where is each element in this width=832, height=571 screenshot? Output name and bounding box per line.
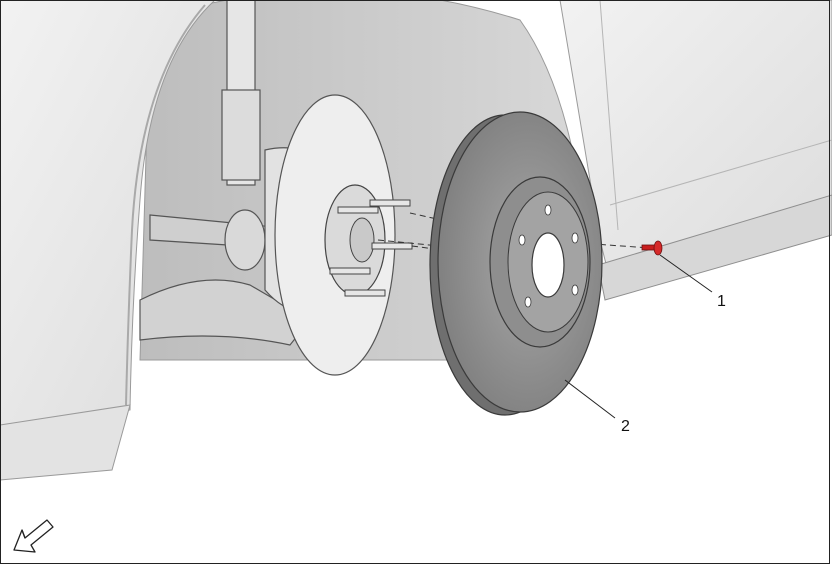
door-seam — [599, 0, 619, 231]
strut-body — [221, 89, 261, 181]
callout-2: 2 — [621, 418, 630, 435]
brake-rotor — [429, 111, 603, 416]
lug-hole — [571, 284, 579, 296]
wheel-stud — [329, 267, 371, 275]
rotor-center-bore — [531, 232, 565, 298]
rocker-panel — [597, 194, 832, 301]
rotor-lug-holes — [518, 204, 579, 308]
callout-1: 1 — [717, 293, 726, 310]
fender-edge — [125, 4, 206, 406]
wheel-stud — [344, 289, 386, 297]
screw-head — [653, 240, 663, 256]
lug-hole — [518, 234, 526, 246]
hub-center — [349, 217, 375, 263]
lug-hole — [544, 204, 552, 216]
retaining-screw — [641, 240, 663, 256]
leader-line-2 — [564, 379, 616, 419]
wheel-studs — [329, 199, 413, 297]
lug-hole — [524, 296, 532, 308]
leader-lines — [564, 254, 713, 419]
leader-line-1 — [659, 254, 713, 293]
front-fender — [0, 0, 216, 431]
suspension-assembly — [139, 0, 413, 376]
door-crease — [609, 139, 832, 206]
lug-hole — [571, 232, 579, 244]
front-bumper-lower — [0, 404, 131, 481]
wheel-stud — [369, 199, 411, 207]
door-panel — [559, 0, 832, 281]
forward-direction-arrow-icon — [13, 519, 54, 553]
lower-control-arm — [139, 279, 311, 346]
wheel-stud — [337, 206, 379, 214]
